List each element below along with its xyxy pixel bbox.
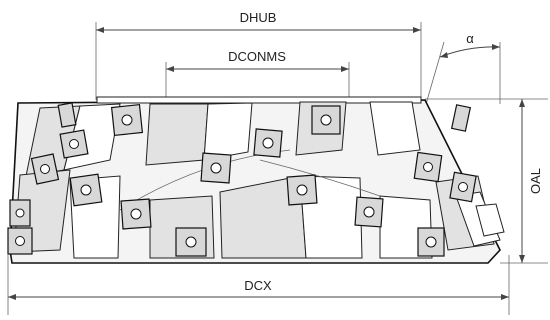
alpha-label: α xyxy=(466,31,474,46)
insert xyxy=(120,198,152,230)
dhub-dimension: DHUB xyxy=(95,10,422,100)
insert xyxy=(69,173,103,207)
insert xyxy=(253,128,283,158)
dcx-label: DCX xyxy=(244,278,272,293)
oal-label: OAL xyxy=(528,168,543,194)
insert xyxy=(9,199,31,227)
insert xyxy=(175,227,207,257)
insert xyxy=(59,129,89,159)
oal-dimension: OAL xyxy=(425,98,548,264)
insert xyxy=(200,152,232,184)
insert xyxy=(7,227,33,255)
insert xyxy=(450,104,472,132)
insert xyxy=(417,227,445,257)
alpha-dimension: α xyxy=(425,31,501,105)
dconms-label: DCONMS xyxy=(228,49,286,64)
dhub-label: DHUB xyxy=(240,10,277,25)
insert xyxy=(57,102,77,128)
insert xyxy=(311,105,341,135)
insert xyxy=(30,153,60,185)
dconms-dimension: DCONMS xyxy=(165,49,350,100)
insert xyxy=(354,196,384,228)
insert xyxy=(449,171,477,203)
insert xyxy=(286,174,318,206)
insert xyxy=(413,151,443,183)
insert xyxy=(110,103,144,137)
dcx-dimension: DCX xyxy=(7,255,510,315)
inserts xyxy=(7,102,477,257)
